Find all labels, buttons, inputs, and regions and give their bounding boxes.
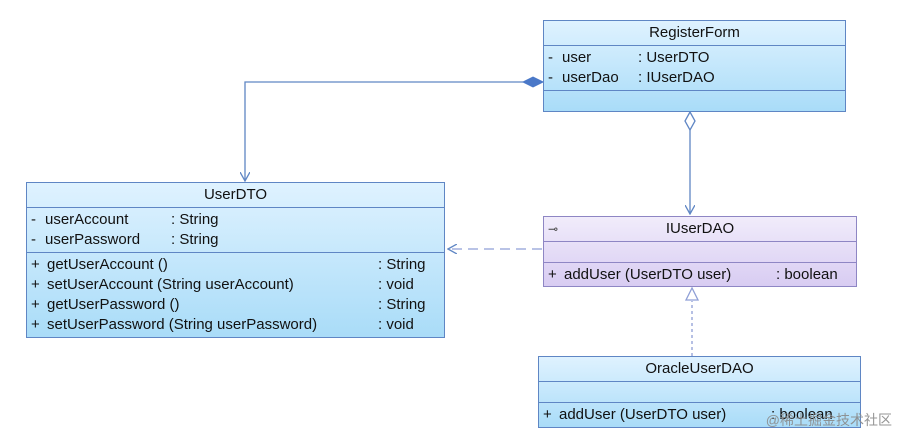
attribute-row: - userAccount : String: [27, 210, 444, 230]
attribute-row: - userDao : IUserDAO: [544, 68, 845, 88]
operations-section: [544, 91, 845, 115]
operation-return-type: : boolean: [776, 266, 838, 283]
operation-name: getUserAccount (): [47, 256, 168, 273]
attribute-name: userDao: [562, 69, 619, 86]
attributes-section: [544, 242, 856, 263]
attribute-name: userPassword: [45, 231, 141, 248]
attribute-type: : UserDTO: [638, 49, 710, 66]
visibility-marker: -: [31, 231, 36, 248]
operation-return-type: : boolean: [771, 406, 833, 423]
attribute-type: : String: [171, 231, 219, 248]
attribute-type: : IUserDAO: [638, 69, 715, 86]
class-user-dto[interactable]: UserDTO - userAccount : String - userPas…: [26, 182, 445, 338]
watermark: @稀土掘金技术社区: [765, 412, 892, 428]
attribute-name: userAccount: [45, 211, 129, 228]
attributes-section: - user : UserDTO - userDao : IUserDAO: [544, 46, 845, 91]
visibility-marker: -: [31, 211, 36, 228]
operation-return-type: : void: [378, 316, 414, 333]
composition-connector: [245, 76, 545, 181]
interface-lollipop-icon: ⊸: [548, 222, 559, 236]
composition-diamond-icon: [521, 76, 545, 88]
class-name-iuser-dao: IUserDAO: [665, 220, 735, 237]
visibility-marker: +: [31, 256, 40, 273]
visibility-marker: +: [543, 406, 552, 423]
attributes-section: [539, 382, 860, 403]
interface-header: ⊸ IUserDAO: [544, 217, 856, 242]
attribute-row: - user : UserDTO: [544, 48, 845, 68]
visibility-marker: +: [31, 276, 40, 293]
operation-name: addUser (UserDTO user): [564, 266, 732, 283]
realization-connector: [684, 286, 700, 356]
class-register-form[interactable]: RegisterForm - user : UserDTO - userDao …: [543, 20, 846, 112]
operation-name: setUserPassword (String userPassword): [47, 316, 318, 333]
operations-section: + addUser (UserDTO user) : boolean: [539, 403, 860, 427]
visibility-marker: -: [548, 49, 553, 66]
operation-return-type: : void: [378, 276, 414, 293]
attribute-name: user: [562, 49, 592, 66]
operation-row: + setUserPassword (String userPassword) …: [27, 315, 444, 335]
class-name-oracle-user-dao: OracleUserDAO: [539, 357, 860, 382]
operation-row: + setUserAccount (String userAccount) : …: [27, 275, 444, 295]
class-name-user-dto: UserDTO: [27, 183, 444, 208]
operation-name: getUserPassword (): [47, 296, 180, 313]
visibility-marker: +: [548, 266, 557, 283]
realization-triangle-icon: [684, 286, 700, 301]
class-oracle-user-dao[interactable]: OracleUserDAO + addUser (UserDTO user) :…: [538, 356, 861, 428]
class-name-register-form: RegisterForm: [544, 21, 845, 46]
operation-row: + addUser (UserDTO user) : boolean: [544, 265, 856, 285]
visibility-marker: -: [548, 69, 553, 86]
attribute-type: : String: [171, 211, 219, 228]
operation-name: setUserAccount (String userAccount): [47, 276, 294, 293]
operation-return-type: : String: [378, 296, 426, 313]
operation-return-type: : String: [378, 256, 426, 273]
visibility-marker: +: [31, 296, 40, 313]
operations-section: + getUserAccount () : String + setUserAc…: [27, 253, 444, 337]
operation-row: + addUser (UserDTO user) : boolean: [539, 405, 860, 425]
attribute-row: - userPassword : String: [27, 230, 444, 250]
operation-name: addUser (UserDTO user): [559, 406, 727, 423]
operation-row: + getUserAccount () : String: [27, 255, 444, 275]
interface-iuser-dao[interactable]: ⊸ IUserDAO + addUser (UserDTO user) : bo…: [543, 216, 857, 287]
visibility-marker: +: [31, 316, 40, 333]
aggregation-connector: [684, 110, 696, 214]
attributes-section: - userAccount : String - userPassword : …: [27, 208, 444, 253]
operation-row: + getUserPassword () : String: [27, 295, 444, 315]
operations-section: + addUser (UserDTO user) : boolean: [544, 263, 856, 287]
